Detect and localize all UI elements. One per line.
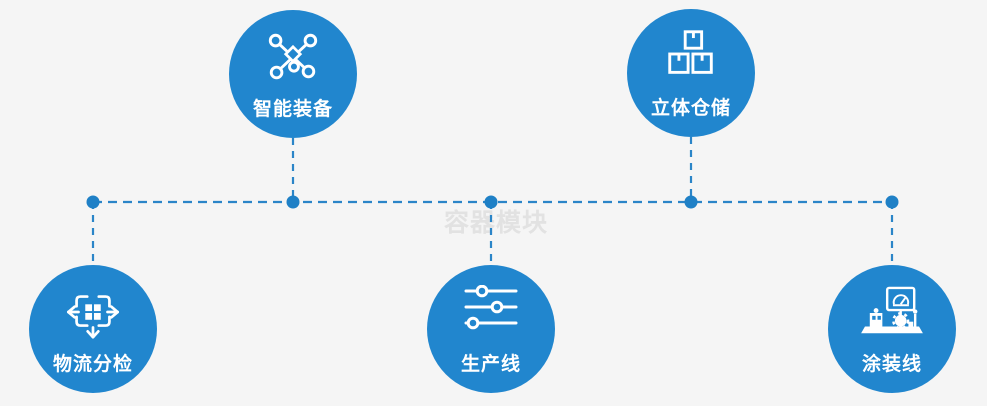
node-production-line: 生产线 bbox=[427, 265, 555, 393]
network-nodes-icon bbox=[264, 30, 322, 84]
node-painting-line: 涂装线 bbox=[828, 265, 956, 393]
node-intelligent-equipment: 智能装备 bbox=[229, 10, 357, 138]
node-label: 立体仓储 bbox=[650, 98, 731, 119]
node-label: 智能装备 bbox=[252, 99, 333, 120]
junction-dot bbox=[484, 195, 498, 209]
node-label: 生产线 bbox=[460, 354, 521, 375]
node-label: 涂装线 bbox=[861, 354, 922, 375]
junction-dot bbox=[684, 195, 698, 209]
stacked-boxes-icon bbox=[662, 29, 720, 79]
junction-dot bbox=[86, 195, 100, 209]
node-stereo-warehouse: 立体仓储 bbox=[627, 9, 755, 137]
paint-station-icon bbox=[857, 285, 927, 341]
junction-dot bbox=[286, 195, 300, 209]
watermark-text: 容器模块 bbox=[443, 209, 548, 237]
sliders-icon bbox=[463, 285, 519, 331]
junction-dot bbox=[885, 195, 899, 209]
node-label: 物流分检 bbox=[52, 354, 133, 375]
sorting-arrows-icon bbox=[64, 285, 122, 341]
node-logistics-sorting: 物流分检 bbox=[29, 265, 157, 393]
